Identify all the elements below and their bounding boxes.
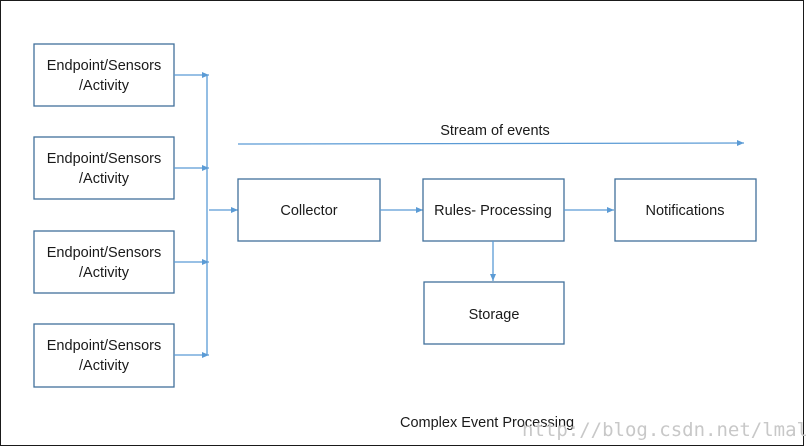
collector-label: Collector	[280, 203, 337, 219]
diagram-caption: Complex Event Processing	[400, 415, 574, 431]
notifications-label: Notifications	[646, 203, 725, 219]
source-box-2: Endpoint/Sensors /Activity	[33, 136, 175, 200]
stream-of-events-arrow	[237, 140, 745, 147]
rules-processing-label: Rules- Processing	[434, 203, 552, 219]
source-box-1-line1: Endpoint/Sensors	[47, 58, 161, 74]
source-box-2-line1: Endpoint/Sensors	[47, 151, 161, 167]
source-box-4-line1: Endpoint/Sensors	[47, 338, 161, 354]
source-box-4: Endpoint/Sensors /Activity	[33, 323, 175, 388]
source-box-2-line2: /Activity	[79, 171, 130, 187]
collector-box: Collector	[237, 178, 381, 242]
source-box-1-line2: /Activity	[79, 78, 130, 94]
source-box-3-line1: Endpoint/Sensors	[47, 245, 161, 261]
source-box-4-line2: /Activity	[79, 358, 130, 374]
source-box-3: Endpoint/Sensors /Activity	[33, 230, 175, 294]
source-box-3-line2: /Activity	[79, 265, 130, 281]
notifications-box: Notifications	[614, 178, 757, 242]
watermark: http://blog.csdn.net/lmalds	[522, 419, 806, 441]
source-box-1: Endpoint/Sensors /Activity	[33, 43, 175, 107]
storage-box: Storage	[423, 281, 565, 345]
storage-label: Storage	[469, 307, 520, 323]
rules-processing-box: Rules- Processing	[422, 178, 565, 242]
stream-of-events-label: Stream of events	[440, 123, 550, 139]
